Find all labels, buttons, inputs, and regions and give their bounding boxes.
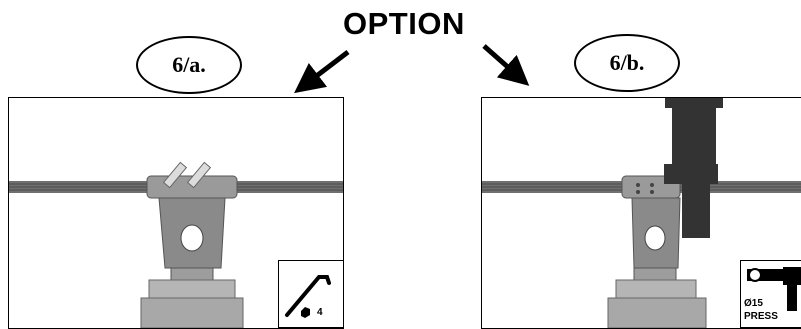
arrow-right (482, 44, 530, 86)
arrow-left (294, 50, 350, 94)
step-label-6a: 6/a. (136, 36, 242, 94)
step-label-6b: 6/b. (574, 34, 680, 92)
cable-clamp-illustration (9, 161, 343, 328)
insulator-body (140, 297, 244, 328)
tool-indicator: 4 (278, 260, 343, 328)
clamp-hole (644, 225, 666, 251)
cable-clamp-press-illustration (482, 98, 801, 328)
option-title: OPTION (343, 6, 465, 41)
hex-size-label: 4 (317, 307, 323, 318)
option-arrows (294, 44, 530, 94)
tool-indicator: Ø15 PRESS (740, 260, 801, 328)
nut (170, 267, 214, 281)
insulator-top (615, 279, 697, 299)
clamp-bolts (162, 161, 212, 189)
nut (633, 267, 677, 281)
diameter-label: Ø15 (744, 298, 763, 309)
panel-6a-illustration: 4 (8, 97, 344, 329)
clamp-hole (180, 224, 204, 252)
insulator-body (607, 297, 707, 328)
press-tool (664, 98, 723, 238)
step-label-text: 6/a. (172, 52, 206, 77)
press-label: PRESS (744, 311, 778, 322)
step-label-text: 6/b. (609, 50, 645, 75)
press-tool-icon (747, 267, 801, 311)
panel-6b-illustration: Ø15 PRESS (481, 97, 801, 329)
insulator-top (148, 279, 236, 299)
hex-key-icon (285, 275, 331, 318)
